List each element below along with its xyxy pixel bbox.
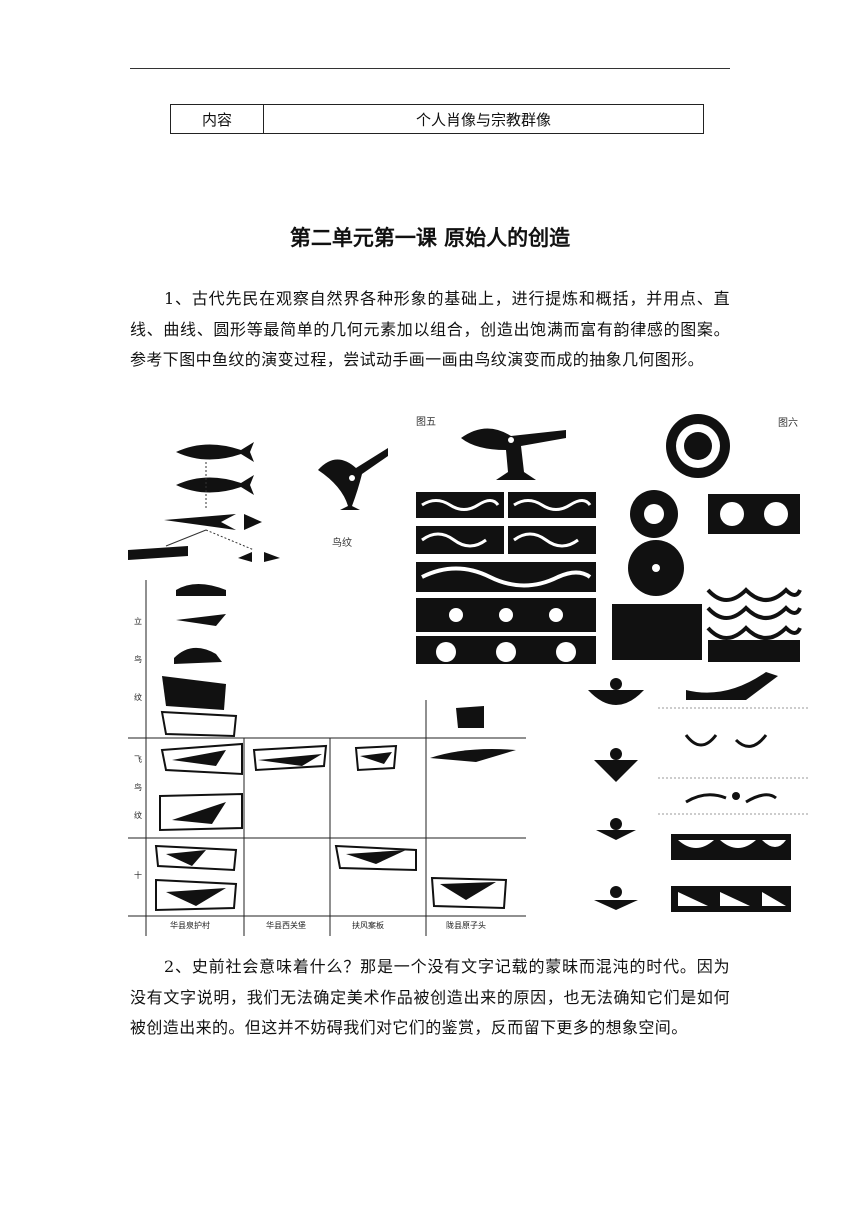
paragraph-1: 1、古代先民在观察自然界各种形象的基础上，进行提炼和概括，并用点、直线、曲线、圆… xyxy=(130,289,730,369)
row-label-flying-3: 纹 xyxy=(134,810,142,820)
pattern-illustration: 鸟纹 图五 xyxy=(128,414,808,936)
row-label-other: 十 xyxy=(134,870,142,880)
bird-motif: 鸟纹 xyxy=(318,448,388,549)
info-table: 内容 个人肖像与宗教群像 xyxy=(170,104,704,134)
row-label-flying-2: 鸟 xyxy=(134,782,142,792)
table-value: 个人肖像与宗教群像 xyxy=(263,104,704,134)
lesson-title: 第二单元第一课 原始人的创造 xyxy=(289,226,571,250)
row-label-flying-1: 飞 xyxy=(134,755,142,764)
paragraph-2: 2、史前社会意味着什么？那是一个没有文字记载的蒙昧而混沌的时代。因为没有文字说明… xyxy=(130,957,730,1037)
fig6-label: 图六 xyxy=(778,417,798,429)
fish-evolution xyxy=(128,442,280,562)
fig5-label: 图五 xyxy=(416,416,436,428)
bird-caption: 鸟纹 xyxy=(332,536,352,549)
figure-five: 图五 xyxy=(416,416,596,664)
row-label-standing-3: 纹 xyxy=(134,692,142,702)
table-row: 内容 个人肖像与宗教群像 xyxy=(170,104,704,134)
pottery-grid: 立 鸟 纹 飞 鸟 纹 十 xyxy=(128,580,526,936)
column-label-3: 扶风案板 xyxy=(352,920,384,930)
bird-abstraction xyxy=(588,672,808,912)
row-label-standing-1: 立 xyxy=(134,616,142,626)
figure-six: 图六 xyxy=(612,414,802,662)
column-label-2: 华县西关堡 xyxy=(266,920,306,930)
column-label-4: 陇县原子头 xyxy=(446,920,486,930)
header-rule xyxy=(130,68,730,69)
row-label-standing-2: 鸟 xyxy=(134,654,142,664)
table-key: 内容 xyxy=(170,104,264,134)
pattern-figure: 鸟纹 图五 xyxy=(126,410,808,940)
column-label-1: 华县泉护村 xyxy=(170,920,210,930)
